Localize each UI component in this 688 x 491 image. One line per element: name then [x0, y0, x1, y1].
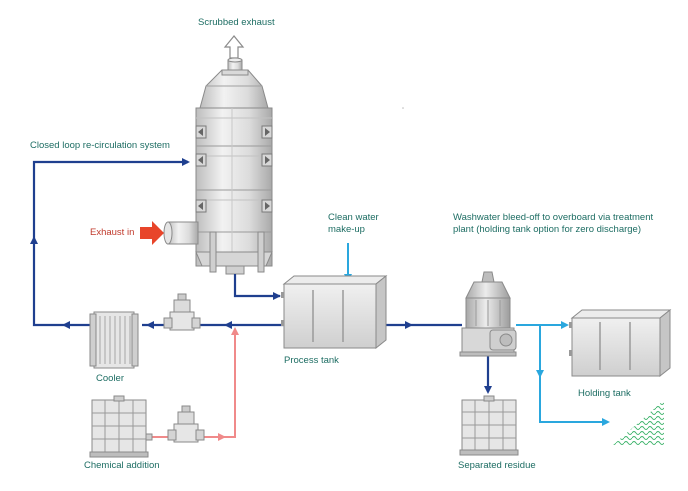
- exhaust-in-label: Exhaust in: [90, 227, 135, 238]
- overboard-discharge-icon: [612, 400, 664, 446]
- washwater-label-line2: plant (holding tank option for zero disc…: [453, 224, 642, 235]
- scrubber-tower-icon: [163, 57, 273, 275]
- speck: [402, 107, 404, 109]
- clean-water-label-line2: make-up: [328, 224, 365, 235]
- exhaust-in-arrow: [140, 221, 164, 245]
- chemical-addition-label: Chemical addition: [84, 460, 160, 471]
- residue-tote-icon: [459, 395, 519, 456]
- pump-icon: [163, 293, 201, 331]
- process-tank-label: Process tank: [284, 355, 339, 366]
- separated-residue-label: Separated residue: [458, 460, 536, 471]
- chemical-line: [152, 330, 236, 438]
- clean-water-label-line1: Clean water: [328, 212, 379, 223]
- scrubbed-exhaust-label: Scrubbed exhaust: [198, 17, 275, 28]
- recirculation-arrowheads: [30, 158, 492, 394]
- cooler-label: Cooler: [96, 373, 124, 384]
- chemical-pump-icon: [167, 405, 205, 443]
- chemical-arrowheads: [218, 327, 239, 441]
- washwater-label-line1: Washwater bleed-off to overboard via tre…: [453, 212, 654, 223]
- holding-tank-icon: [569, 308, 672, 378]
- centrifugal-separator-icon: [459, 271, 517, 357]
- heat-exchanger-icon: [89, 311, 139, 369]
- scrubbed-exhaust-arrow: [223, 35, 245, 59]
- closed-loop-label: Closed loop re-circulation system: [30, 140, 170, 151]
- process-tank-icon: [281, 274, 388, 350]
- chemical-tote-icon: [89, 395, 153, 458]
- holding-tank-label: Holding tank: [578, 388, 631, 399]
- washwater-lines: [347, 243, 606, 423]
